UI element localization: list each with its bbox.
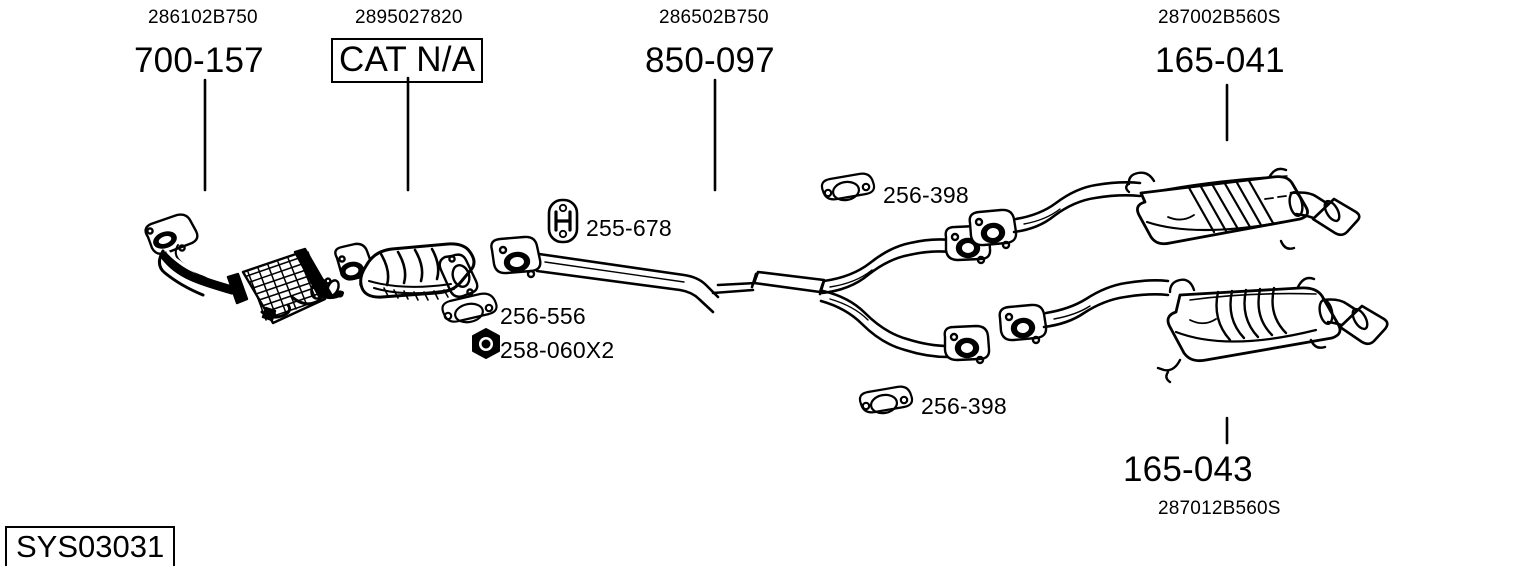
accessory-label-nut-pair: 258-060X2 [500,337,615,363]
accessory-label-gasket-right-upper: 256-398 [883,182,969,208]
oem-number-front-pipe: 286102B750 [148,7,258,28]
part-number-front-pipe: 700-157 [134,41,264,80]
oem-number-rear-silencer-right: 287012B560S [1158,498,1281,519]
part-number-catalytic-converter: CAT N/A [331,38,484,83]
accessory-label-rubber-hanger: 255-678 [586,215,672,241]
oem-number-rear-silencer-left: 287002B560S [1158,7,1281,28]
accessory-label-gasket-right-lower: 256-398 [921,393,1007,419]
gasket-oval-icon-upper [441,292,498,324]
part-number-rear-silencer-left: 165-041 [1155,41,1285,80]
gasket-oval-icon-right-upper [820,172,876,202]
part-front-pipe [144,213,344,325]
part-catalytic-converter [334,242,479,301]
oem-number-center-pipe: 286502B750 [659,7,769,28]
accessory-label-gasket-upper: 256-556 [500,303,586,329]
hanger-h-icon [547,198,579,244]
part-rear-silencer-right [998,276,1389,384]
oem-number-catalytic-converter: 2895027820 [355,7,463,28]
part-number-rear-silencer-right: 165-043 [1123,450,1253,489]
part-number-center-pipe: 850-097 [645,41,775,80]
part-rear-silencer-left [968,167,1361,250]
gasket-oval-icon-right-lower [858,385,914,415]
hex-nut-icon [472,328,500,359]
system-id-badge: SYS03031 [5,526,176,566]
